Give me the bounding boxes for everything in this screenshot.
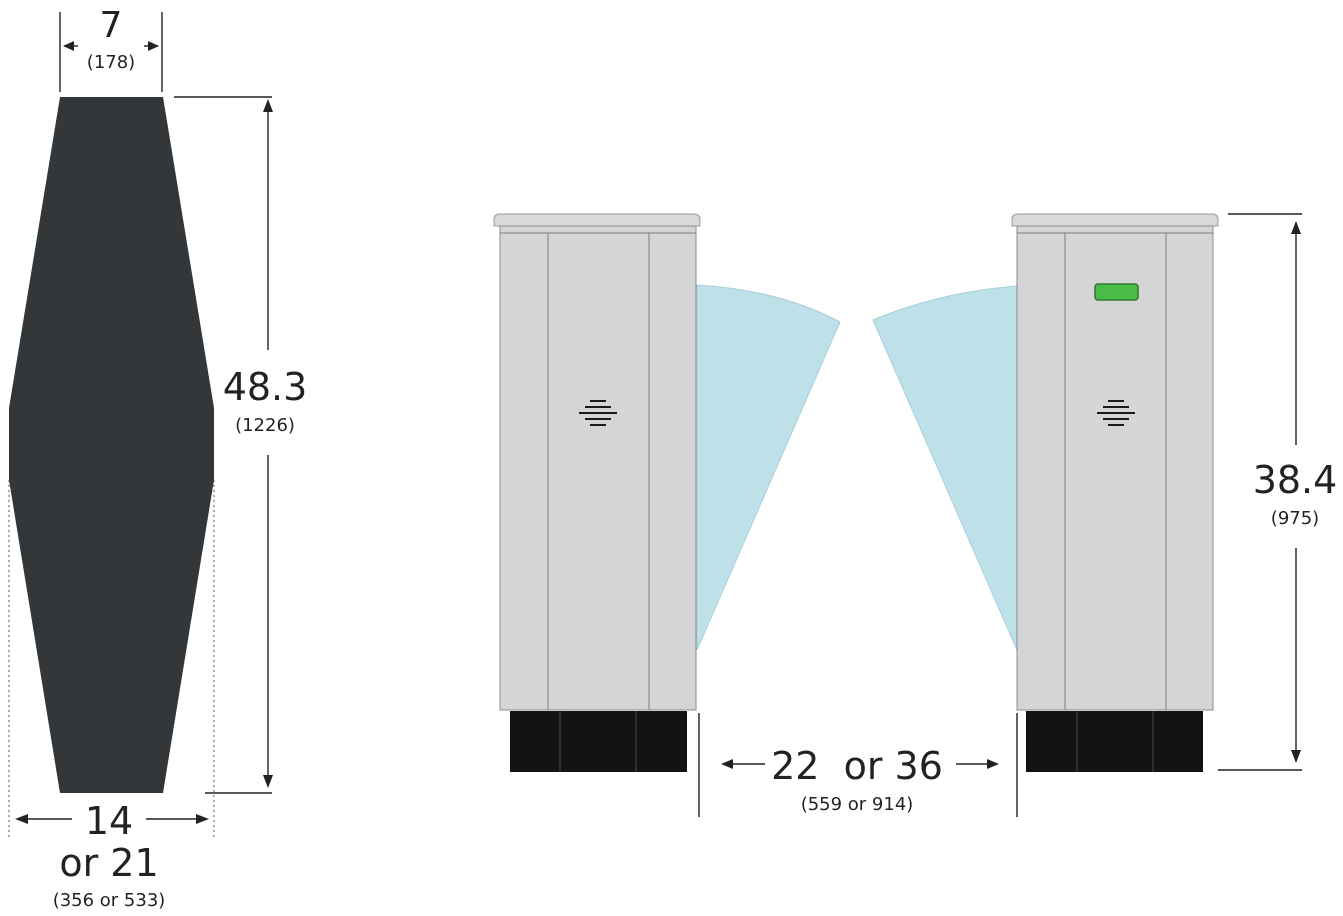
height-right-metric: (975) — [1271, 508, 1319, 529]
arrowhead-right-icon — [196, 814, 209, 824]
passage-width-dimension: 22 or 36 (559 or 914) — [698, 713, 1018, 817]
bottom-width-value: 14 — [85, 799, 133, 843]
arrowhead-left-icon — [15, 814, 28, 824]
arrowhead-up-icon — [1291, 221, 1301, 234]
right-cabinet-lid — [1011, 213, 1219, 227]
right-cabinet-base — [1026, 711, 1203, 772]
arrowhead-left-icon — [63, 41, 74, 51]
arrowhead-down-icon — [263, 775, 273, 788]
passage-width-metric: (559 or 914) — [801, 794, 914, 815]
left-card-reader-icon — [579, 400, 617, 426]
right-card-reader-icon — [1097, 400, 1135, 426]
height-left-value: 48.3 — [223, 365, 308, 409]
cabinet-silhouette — [9, 97, 214, 793]
top-view: 7 (178) 48.3 (1226) 14 or 21 (356 or 533… — [8, 5, 308, 911]
left-turnstile-cabinet — [493, 213, 841, 772]
top-width-value: 7 — [100, 5, 123, 46]
arrowhead-up-icon — [263, 99, 273, 112]
left-cabinet-lid — [493, 213, 701, 227]
status-indicator-light — [1094, 283, 1139, 301]
arrowhead-right-icon — [987, 759, 999, 769]
bottom-width-alt-value: or 21 — [59, 841, 158, 885]
arrowhead-left-icon — [721, 759, 733, 769]
top-width-metric: (178) — [87, 52, 135, 73]
right-turnstile-cabinet — [872, 213, 1219, 772]
passage-width-value: 22 or 36 — [771, 744, 943, 788]
height-right-value: 38.4 — [1253, 458, 1338, 502]
right-cabinet-body — [1016, 225, 1214, 711]
right-glass-panel — [872, 285, 1018, 651]
cabinet-height-dimension: 38.4 (975) — [1218, 213, 1338, 771]
left-cabinet-base — [510, 711, 687, 772]
left-cabinet-body — [499, 225, 697, 711]
bottom-width-metric: (356 or 533) — [53, 890, 166, 911]
arrowhead-down-icon — [1291, 750, 1301, 763]
arrowhead-right-icon — [148, 41, 159, 51]
height-left-metric: (1226) — [235, 415, 295, 436]
left-glass-panel — [696, 284, 841, 651]
